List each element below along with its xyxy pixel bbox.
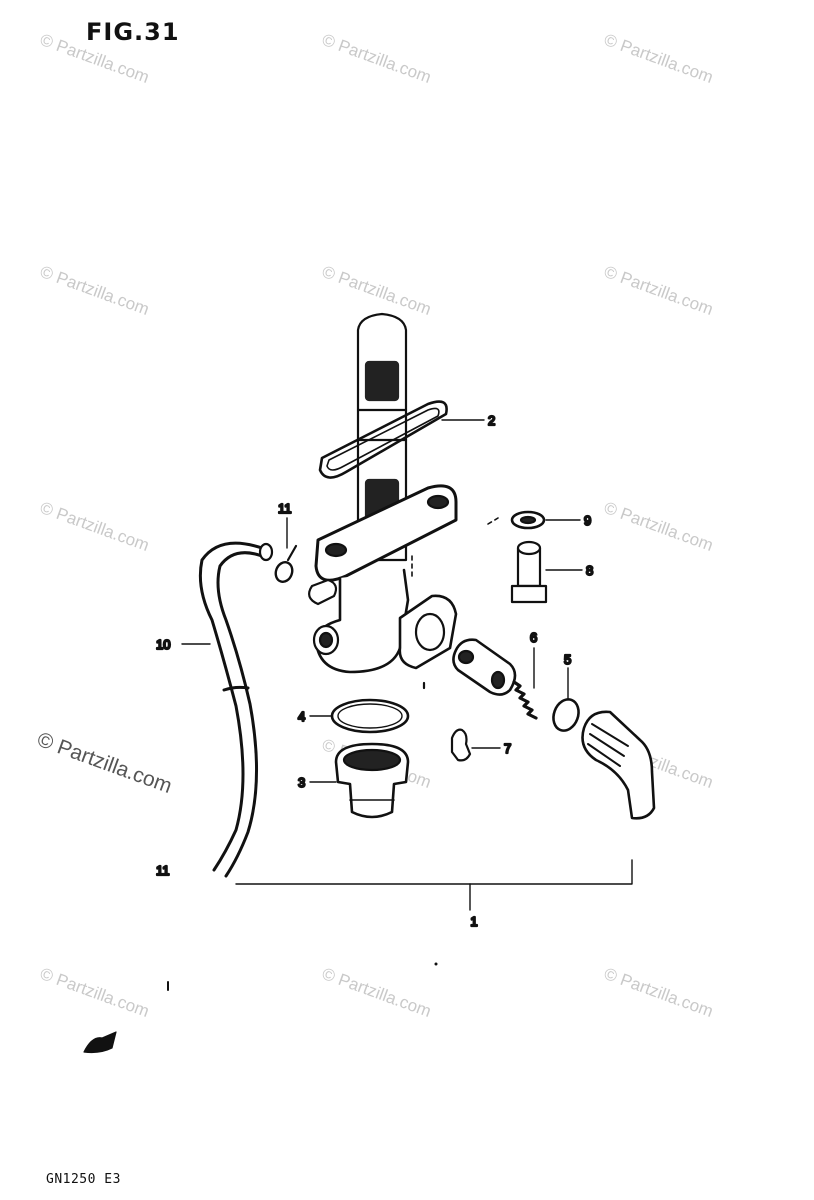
figure-title: FIG.31	[86, 18, 180, 46]
screw	[450, 728, 472, 762]
lever-elbow	[581, 710, 656, 820]
callout-1: 1	[470, 914, 477, 929]
washer	[510, 510, 546, 530]
callout-4: 4	[298, 709, 305, 724]
callout-9: 9	[584, 513, 591, 528]
valve-plug	[452, 638, 517, 696]
gasket-ring	[318, 400, 448, 479]
callout-7: 7	[504, 741, 511, 756]
callout-8: 8	[586, 563, 593, 578]
small-o-ring	[552, 698, 580, 732]
callout-11-bottom: 11	[156, 863, 170, 878]
sediment-bowl	[334, 742, 410, 819]
callout-10: 10	[156, 637, 170, 652]
mounting-flange	[314, 484, 458, 582]
bolt	[510, 540, 548, 604]
callout-11-top: 11	[278, 501, 292, 516]
hose-clip	[274, 544, 298, 583]
spring	[512, 680, 538, 720]
leader-lines	[181, 419, 633, 911]
bowl-gasket	[330, 698, 410, 734]
callout-2: 2	[488, 413, 495, 428]
model-code: GN1250 E3	[46, 1172, 121, 1187]
fuel-hose	[198, 541, 274, 878]
callout-3: 3	[298, 775, 305, 790]
valve-body	[308, 568, 458, 690]
arrow-mark-icon	[83, 1031, 117, 1054]
callout-5: 5	[564, 652, 571, 667]
callout-6: 6	[530, 630, 537, 645]
